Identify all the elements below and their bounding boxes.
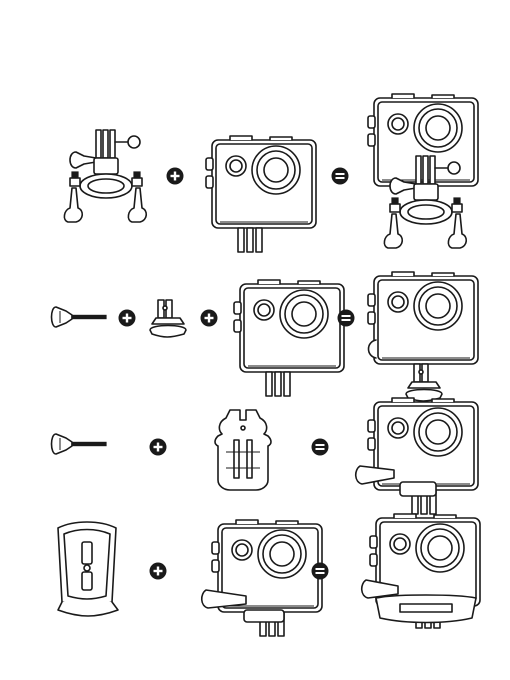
equals-icon <box>338 310 355 327</box>
waterproof-case-icon <box>206 136 316 252</box>
plus-icon <box>167 168 184 185</box>
tripod-adapter-icon <box>150 300 186 337</box>
camera-on-tripod-adapter-icon <box>368 272 478 401</box>
thumb-screw-icon <box>52 434 107 454</box>
plus-icon <box>150 563 167 580</box>
row-4 <box>58 514 480 636</box>
plus-icon <box>150 439 167 456</box>
camera-on-curved-mount-icon <box>362 514 480 628</box>
quick-release-buckle-icon <box>215 410 271 490</box>
plus-icon <box>119 310 136 327</box>
row-1 <box>64 94 478 252</box>
handlebar-mount-icon <box>64 130 146 222</box>
row-2 <box>52 272 479 401</box>
equals-icon <box>312 439 329 456</box>
row-3 <box>52 398 479 514</box>
equals-icon <box>312 563 329 580</box>
waterproof-case-icon <box>234 280 344 396</box>
plus-icon <box>201 310 218 327</box>
camera-on-handlebar-mount-icon <box>368 94 478 248</box>
thumb-screw-icon <box>52 307 107 327</box>
curved-adhesive-mount-icon <box>58 522 118 616</box>
waterproof-case-icon <box>202 520 322 636</box>
equals-icon <box>332 168 349 185</box>
camera-on-buckle-icon <box>356 398 478 514</box>
